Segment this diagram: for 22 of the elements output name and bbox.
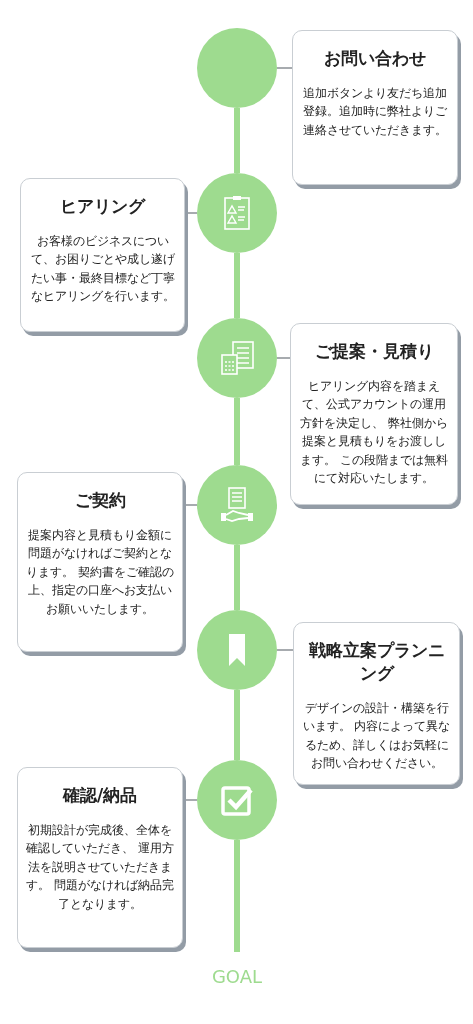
timeline-line (234, 108, 240, 173)
step-title: 確認/納品 (61, 784, 139, 807)
step-description: ヒアリング内容を踏まえて、公式アカウントの運用方針を決定し、 弊社側から提案と見積もりをお渡しします。 この段階までは無料にて対応いたします。 (299, 377, 449, 487)
timeline-line (234, 398, 240, 465)
connector-line (276, 357, 291, 359)
step-description: お客様のビジネスについて、お困りごとや成し遂げたい事・最終目標など丁寧なヒアリングを行います。 (29, 232, 176, 306)
step-title: お問い合わせ (323, 47, 427, 70)
step-description: デザインの設計・構築を行います。 内容によって異なるため、詳しくはお気軽にお問い合わせください。 (302, 699, 451, 773)
goal-label: GOAL (211, 966, 263, 987)
step-description: 追加ボタンより友だち追加登録。追加時に弊社よりご連絡させていただきます。 (302, 84, 448, 139)
step-title: 戦略立案プランニング (307, 639, 446, 685)
step-description: 初期設計が完成後、全体を確認していただき、 運用方法を説明させていただきます。 問題がなければ納品完了となります。 (26, 821, 174, 913)
timeline-line (234, 690, 240, 760)
timeline-line (234, 253, 240, 318)
timeline-line (234, 840, 240, 952)
step-title: ご契約 (73, 489, 127, 512)
step-title: ヒアリング (59, 195, 147, 218)
connector-line (276, 649, 294, 651)
connector-line (276, 67, 293, 69)
step-description: 提案内容と見積もり金額に問題がなければご契約となります。 契約書をご確認の上、指定の口座へお支払いお願いいたします。 (26, 526, 174, 618)
timeline-line (234, 545, 240, 610)
step-title: ご提案・見積り (313, 340, 435, 363)
